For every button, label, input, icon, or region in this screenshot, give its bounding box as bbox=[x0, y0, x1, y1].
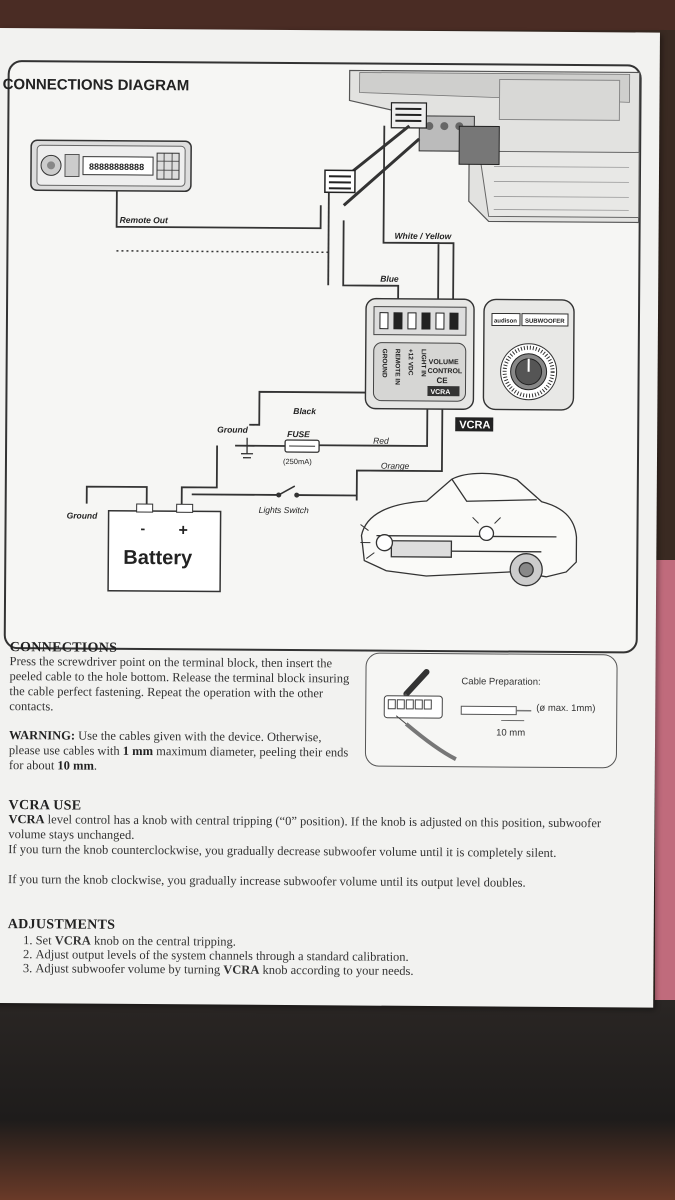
cable-prep-length: 10 mm bbox=[496, 727, 526, 739]
connections-body: Press the screwdriver point on the termi… bbox=[9, 654, 350, 714]
subwoofer-knob-panel bbox=[482, 298, 575, 411]
background-pink-object bbox=[655, 560, 675, 1010]
warning-label: WARNING: bbox=[9, 728, 76, 743]
car-illustration bbox=[360, 472, 578, 587]
vcra-use-p1-bold: VCRA bbox=[8, 812, 45, 827]
cable-prep-max: (ø max. 1mm) bbox=[536, 702, 596, 715]
vcra-use-p2: If you turn the knob counterclockwise, y… bbox=[8, 842, 557, 860]
label-lights-switch: Lights Switch bbox=[259, 505, 309, 515]
background-table bbox=[0, 1000, 675, 1200]
label-blue: Blue bbox=[380, 274, 399, 284]
vcra-badge-text: VCRA bbox=[459, 419, 490, 431]
label-fuse-rating: (250mA) bbox=[283, 457, 312, 466]
adjustments-list: Set VCRA knob on the central tripping. A… bbox=[13, 933, 413, 978]
cable-prep-title: Cable Preparation: bbox=[461, 676, 541, 688]
label-ground-1: Ground bbox=[217, 425, 249, 435]
warning-paragraph: WARNING: Use the cables given with the d… bbox=[9, 728, 354, 775]
label-fuse: FUSE bbox=[287, 429, 310, 439]
ground-symbol bbox=[241, 437, 254, 459]
battery-symbol bbox=[107, 503, 222, 593]
module-control-text: CONTROL bbox=[428, 368, 463, 375]
label-remote-out: Remote Out bbox=[120, 215, 169, 225]
label-ground-2: Ground bbox=[67, 510, 99, 520]
radio-display-text: 88888888888 bbox=[89, 162, 144, 172]
lights-switch-symbol bbox=[276, 485, 300, 498]
vcra-use-p1-text: level control has a knob with central tr… bbox=[8, 812, 602, 842]
warning-bold-1: 1 mm bbox=[122, 743, 154, 759]
warning-bold-2: 10 mm bbox=[57, 758, 94, 773]
terminal-light-in-text: LIGHT IN bbox=[420, 349, 427, 377]
amplifier-illustration bbox=[348, 69, 641, 224]
vcra-use-p1: VCRA level control has a knob with centr… bbox=[8, 812, 616, 846]
battery-minus: - bbox=[140, 520, 145, 536]
label-white-yellow: White / Yellow bbox=[395, 231, 453, 241]
terminal-remote-in-text: REMOTE IN bbox=[394, 349, 401, 385]
adjustment-item-3: Adjust subwoofer volume by turning VCRA … bbox=[35, 961, 413, 978]
battery-plus: + bbox=[178, 522, 187, 539]
adjustments-title: ADJUSTMENTS bbox=[7, 917, 116, 933]
cable-preparation-illustration bbox=[383, 668, 532, 761]
terminal-12vdc-text: +12 VDC bbox=[407, 349, 414, 376]
manual-sheet: CONNECTIONS DIAGRAM 88888888888 bbox=[0, 28, 660, 1008]
connections-diagram: 88888888888 bbox=[30, 69, 641, 593]
vcra-badge bbox=[455, 417, 494, 432]
module-ce-text: CE bbox=[437, 376, 449, 385]
warning-end: . bbox=[93, 758, 98, 773]
head-unit-radio bbox=[30, 139, 192, 193]
cable-preparation-box: Cable Preparation: (ø max. 1mm) 10 mm bbox=[364, 652, 618, 769]
vcra-module bbox=[364, 297, 475, 410]
label-red: Red bbox=[373, 436, 389, 446]
module-volume-text: VOLUME bbox=[429, 359, 459, 366]
terminal-ground-text: GROUND bbox=[381, 349, 388, 378]
module-vcra-text: VCRA bbox=[430, 389, 450, 396]
vcra-use-p3: If you turn the knob clockwise, you grad… bbox=[8, 872, 526, 890]
label-orange: Orange bbox=[381, 461, 410, 471]
wire-connectors bbox=[324, 169, 356, 194]
knob-brand-text: audison bbox=[494, 318, 517, 324]
battery-text: Battery bbox=[123, 547, 193, 569]
background-top bbox=[0, 0, 675, 30]
knob-label-text: SUBWOOFER bbox=[525, 319, 565, 325]
fuse-symbol bbox=[284, 439, 320, 453]
label-black: Black bbox=[293, 406, 317, 416]
